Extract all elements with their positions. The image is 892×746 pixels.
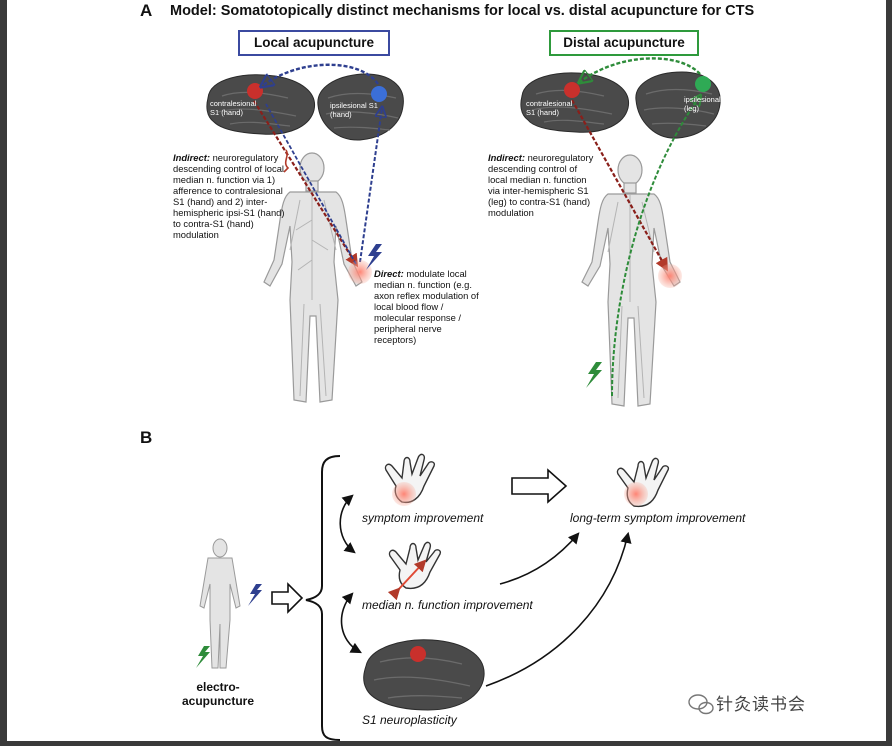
b-link-median-neuro bbox=[340, 592, 362, 654]
panel-b-letter: B bbox=[140, 428, 153, 447]
local-direct-text: modulate local median n. function (e.g. … bbox=[374, 268, 479, 345]
distal-ipsi-label: ipsilesional S1 (leg) bbox=[684, 95, 732, 113]
b-leg-needle-icon bbox=[196, 646, 210, 668]
wechat-icon bbox=[688, 694, 714, 715]
frame-bottom bbox=[0, 741, 892, 746]
b-hand-median bbox=[388, 541, 442, 590]
distal-hand-spot bbox=[658, 264, 682, 288]
distal-indirect-text: neuroregulatory descending control of lo… bbox=[488, 152, 594, 218]
local-ipsi-label: ipsilesional S1 (hand) bbox=[330, 101, 378, 119]
distal-interhemispheric-arrow bbox=[580, 57, 701, 82]
frame-right bbox=[886, 0, 892, 746]
b-longterm-arrow bbox=[511, 468, 568, 504]
distal-ipsi-spot bbox=[695, 76, 711, 92]
electroacupuncture-label: electro- acupuncture bbox=[182, 680, 254, 708]
panel-a-title: Model: Somatotopically distinct mechanis… bbox=[170, 3, 755, 19]
distal-descending-arrow bbox=[571, 99, 668, 272]
local-nerve-lines bbox=[289, 192, 337, 397]
local-afference-arrow bbox=[359, 108, 382, 263]
distal-indirect-note: Indirect: neuroregulatory descending con… bbox=[488, 152, 596, 218]
b-link-symptom-median bbox=[339, 494, 356, 554]
local-brain-contralesional bbox=[206, 74, 316, 135]
local-interhemispheric-arrow bbox=[262, 63, 379, 86]
distal-afference-arrow bbox=[611, 96, 700, 397]
b-hand1-spot bbox=[392, 482, 416, 506]
frame-left bbox=[0, 0, 7, 746]
local-contra-label: contralesional S1 (hand) bbox=[210, 99, 257, 117]
distal-acupuncture-box: Distal acupuncture bbox=[549, 30, 699, 56]
panel-a-letter: A bbox=[140, 1, 153, 20]
symptom-improvement-label: symptom improvement bbox=[362, 511, 484, 525]
electroacupuncture-line1: electro- bbox=[196, 680, 240, 694]
b-hand2-nerve-arrow bbox=[387, 559, 427, 601]
local-ipsi-spot bbox=[371, 86, 387, 102]
local-indirect-note: Indirect: neuroregulatory descending con… bbox=[173, 152, 285, 240]
b-small-body bbox=[199, 538, 241, 669]
median-improvement-label: median n. function improvement bbox=[362, 598, 533, 612]
distal-human-body bbox=[581, 154, 681, 407]
local-indirect-bracket bbox=[283, 149, 290, 173]
distal-contra-label: contralesional S1 (hand) bbox=[526, 99, 573, 117]
distal-contra-spot bbox=[564, 82, 580, 98]
local-indirect-head: Indirect: bbox=[173, 152, 210, 163]
local-descending-arrow bbox=[253, 100, 359, 268]
local-direct-head: Direct: bbox=[374, 268, 404, 279]
watermark-text: 针灸读书会 bbox=[716, 695, 806, 714]
distal-needle-bolt-icon bbox=[586, 362, 602, 388]
b-hand3-spot bbox=[624, 482, 648, 506]
local-needle-bolt-icon bbox=[366, 244, 382, 270]
local-contra-spot bbox=[247, 83, 263, 99]
distal-nerve-lines bbox=[607, 194, 655, 399]
b-neuro-to-longterm bbox=[485, 531, 632, 687]
distal-indirect-head: Indirect: bbox=[488, 152, 525, 163]
local-acupuncture-box: Local acupuncture bbox=[238, 30, 390, 56]
longterm-improvement-label: long-term symptom improvement bbox=[570, 511, 746, 525]
b-brain-spot bbox=[410, 646, 426, 662]
b-stimulus-arrow bbox=[271, 582, 304, 614]
b-median-to-longterm bbox=[499, 532, 580, 585]
local-human-body bbox=[263, 152, 363, 403]
local-direct-note: Direct: modulate local median n. functio… bbox=[374, 268, 486, 345]
b-brain-s1 bbox=[363, 639, 485, 711]
local-afference-arrow-2 bbox=[265, 103, 357, 265]
electroacupuncture-line2: acupuncture bbox=[182, 694, 255, 708]
local-indirect-text: neuroregulatory descending control of lo… bbox=[173, 152, 285, 240]
b-bracket bbox=[305, 455, 341, 741]
s1-neuroplasticity-label: S1 neuroplasticity bbox=[362, 713, 457, 727]
b-arm-needle-icon bbox=[248, 584, 262, 606]
local-hand-spot bbox=[348, 260, 372, 284]
